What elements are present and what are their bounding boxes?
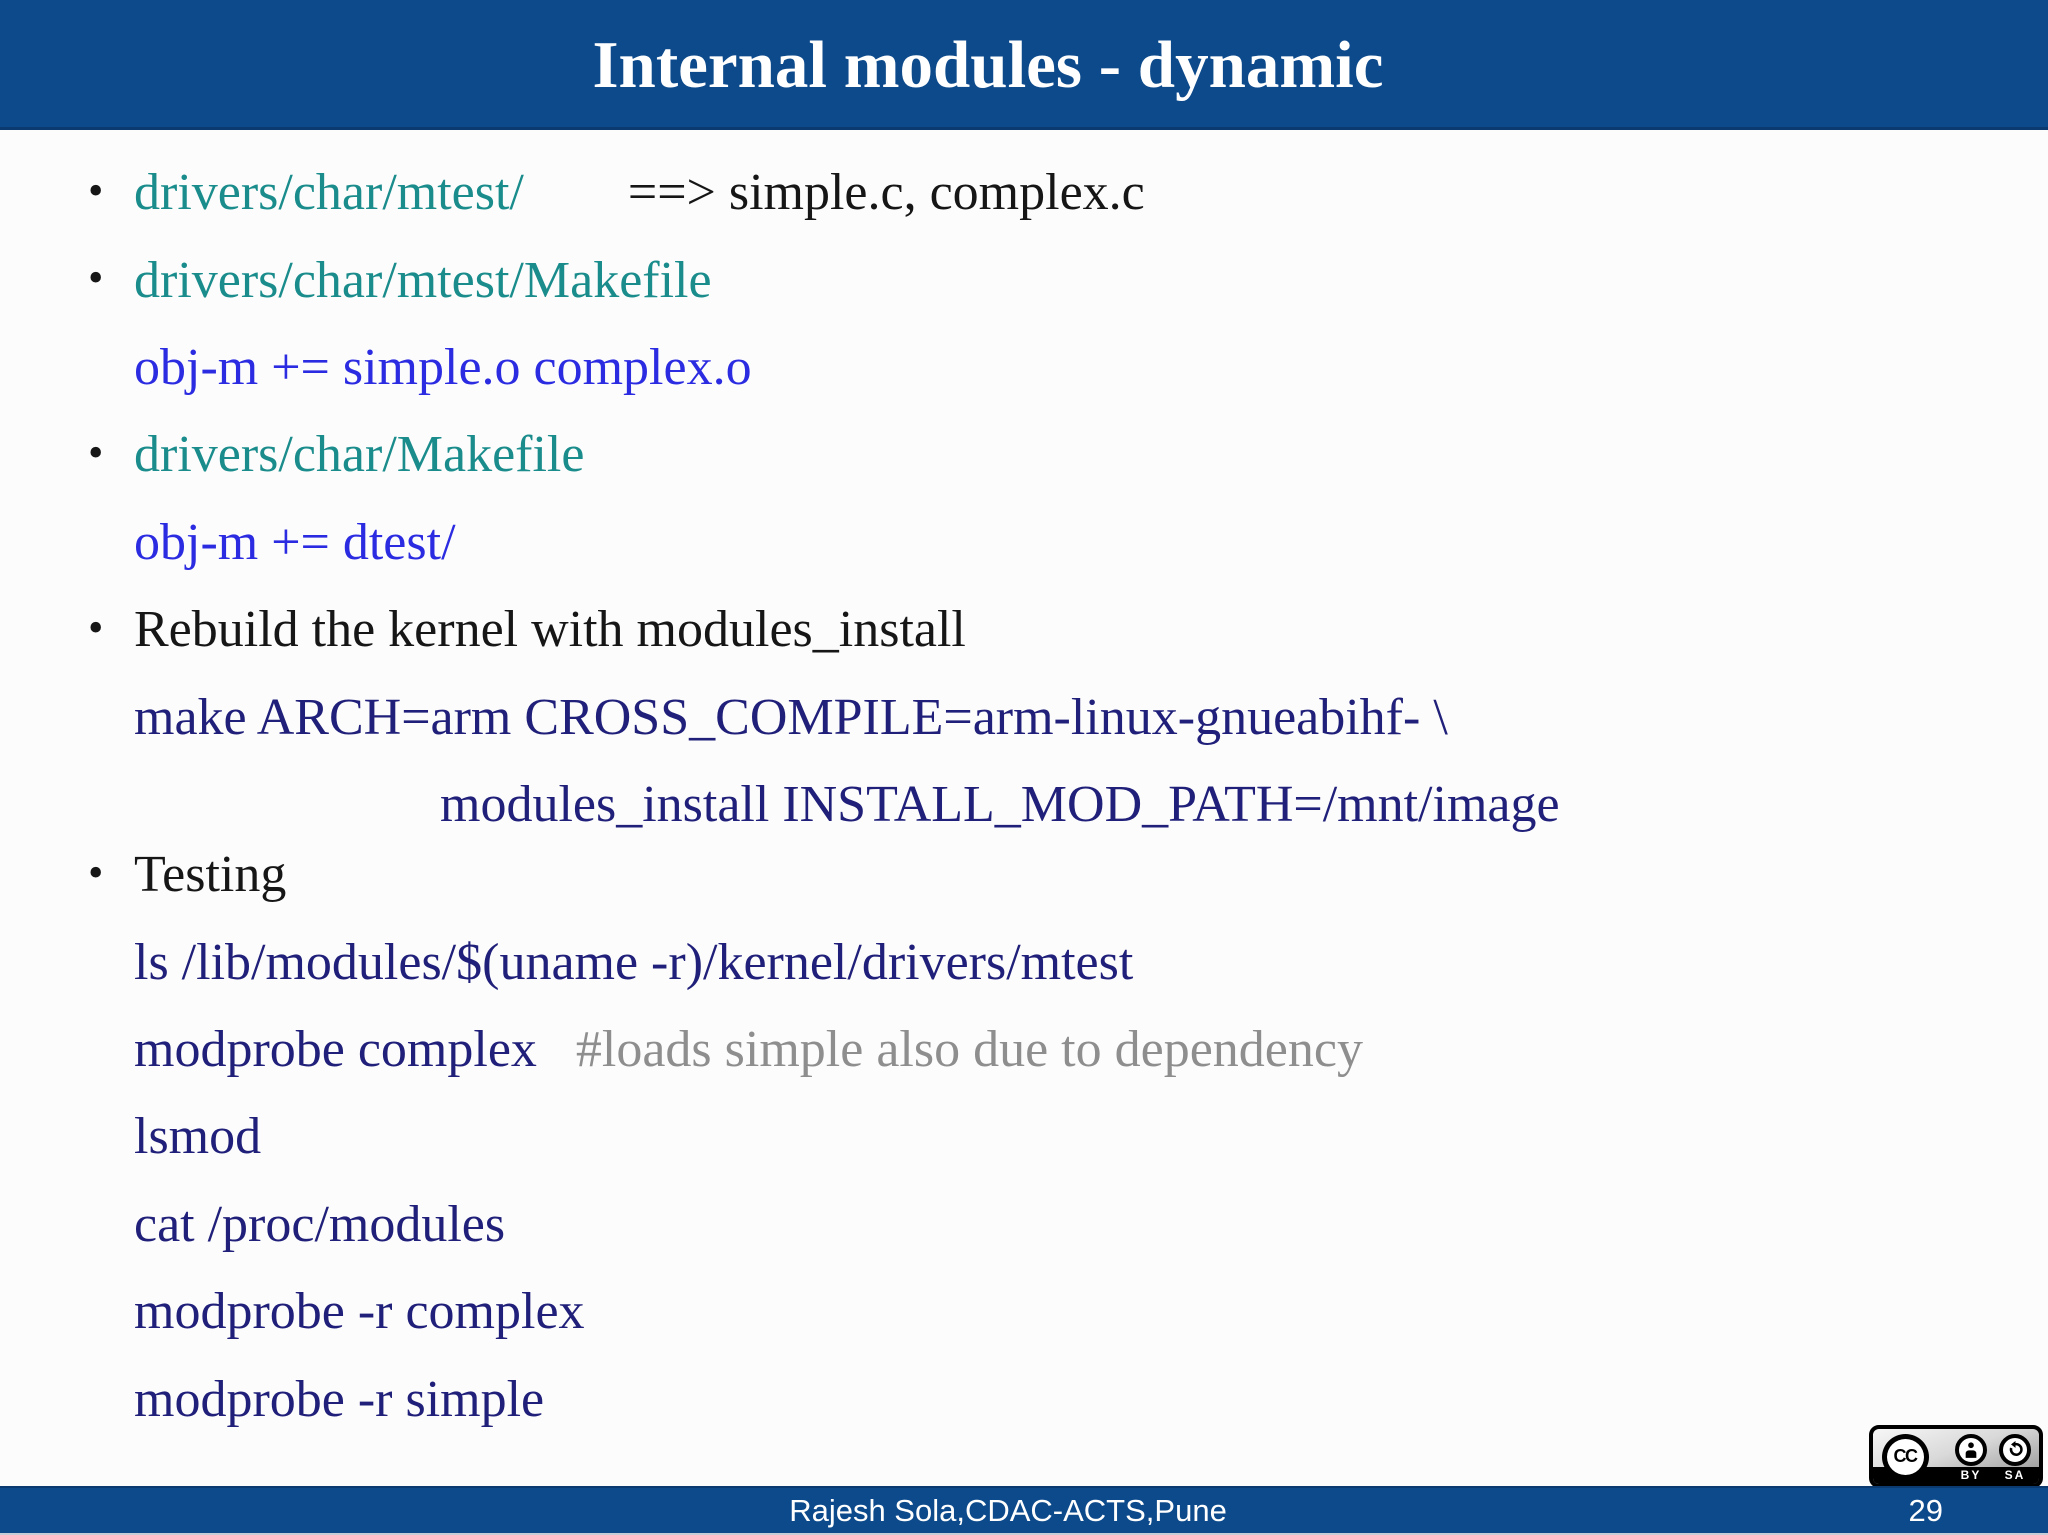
text-segment-blue: obj-m += dtest/ <box>134 513 456 571</box>
bullet-line: • Testing <box>88 831 2018 918</box>
footer-author: Rajesh Sola,CDAC-ACTS,Pune <box>789 1492 1227 1528</box>
bullet-icon: • <box>88 165 104 215</box>
code-line: obj-m += dtest/ <box>134 499 2018 586</box>
bullet-icon: • <box>88 602 104 652</box>
code-line: cat /proc/modules <box>134 1181 2018 1268</box>
text-segment-black: Testing <box>134 846 287 904</box>
title-bar: Internal modules - dynamic <box>0 0 2048 130</box>
code-line: modprobe complex #loads simple also due … <box>134 1006 2018 1093</box>
text-segment-teal: drivers/char/mtest/Makefile <box>134 251 712 309</box>
text-segment-teal: drivers/char/mtest/ <box>134 164 524 222</box>
bullet-icon: • <box>88 848 104 898</box>
slide-body: • drivers/char/mtest/ ==> simple.c, compl… <box>88 149 2018 1443</box>
code-line: modules_install INSTALL_MOD_PATH=/mnt/im… <box>134 761 2018 848</box>
footer-bar: Rajesh Sola,CDAC-ACTS,Pune 29 <box>0 1486 2048 1535</box>
text-segment-navy: modprobe -r complex <box>134 1283 585 1341</box>
code-line: ls /lib/modules/$(uname -r)/kernel/drive… <box>134 919 2018 1006</box>
text-segment-navy: modprobe complex <box>134 1021 537 1079</box>
text-segment-navy: modules_install INSTALL_MOD_PATH=/mnt/im… <box>440 775 1560 833</box>
page-number: 29 <box>1908 1492 1943 1528</box>
text-segment-black: Rebuild the kernel with modules_install <box>134 601 966 659</box>
text-segment-blue: obj-m += simple.o complex.o <box>134 338 752 396</box>
text-segment-navy: make ARCH=arm CROSS_COMPILE=arm-linux-gn… <box>134 688 1448 746</box>
text-segment-navy: cat /proc/modules <box>134 1195 506 1253</box>
text-segment-gray: #loads simple also due to dependency <box>536 1021 1363 1079</box>
code-line: obj-m += simple.o complex.o <box>134 324 2018 411</box>
text-segment-black: ==> simple.c, complex.c <box>523 164 1145 222</box>
code-line: modprobe -r simple <box>134 1355 2018 1442</box>
sa-arrow-icon <box>1999 1434 2031 1466</box>
text-segment-navy: ls /lib/modules/$(uname -r)/kernel/drive… <box>134 933 1134 991</box>
code-line: make ARCH=arm CROSS_COMPILE=arm-linux-gn… <box>134 673 2018 760</box>
text-segment-navy: lsmod <box>134 1108 262 1166</box>
bullet-line: • drivers/char/mtest/Makefile <box>88 236 2018 323</box>
bullet-icon: • <box>88 253 104 303</box>
by-label: BY <box>1960 1468 1982 1482</box>
text-segment-teal: drivers/char/Makefile <box>134 426 585 484</box>
text-segment-navy: modprobe -r simple <box>134 1370 545 1428</box>
bullet-icon: • <box>88 428 104 478</box>
code-line: modprobe -r complex <box>134 1268 2018 1355</box>
code-line: lsmod <box>134 1093 2018 1180</box>
sa-label: SA <box>2004 1468 2026 1482</box>
cc-icon: CC <box>1882 1433 1929 1480</box>
bullet-line: • drivers/char/Makefile <box>88 411 2018 498</box>
page-title: Internal modules - dynamic <box>592 28 1384 102</box>
bullet-line: • Rebuild the kernel with modules_install <box>88 586 2018 673</box>
by-person-icon <box>1955 1434 1987 1466</box>
cc-license-badge: CC BY SA <box>1869 1425 2043 1488</box>
bullet-line: • drivers/char/mtest/ ==> simple.c, compl… <box>88 149 2018 236</box>
